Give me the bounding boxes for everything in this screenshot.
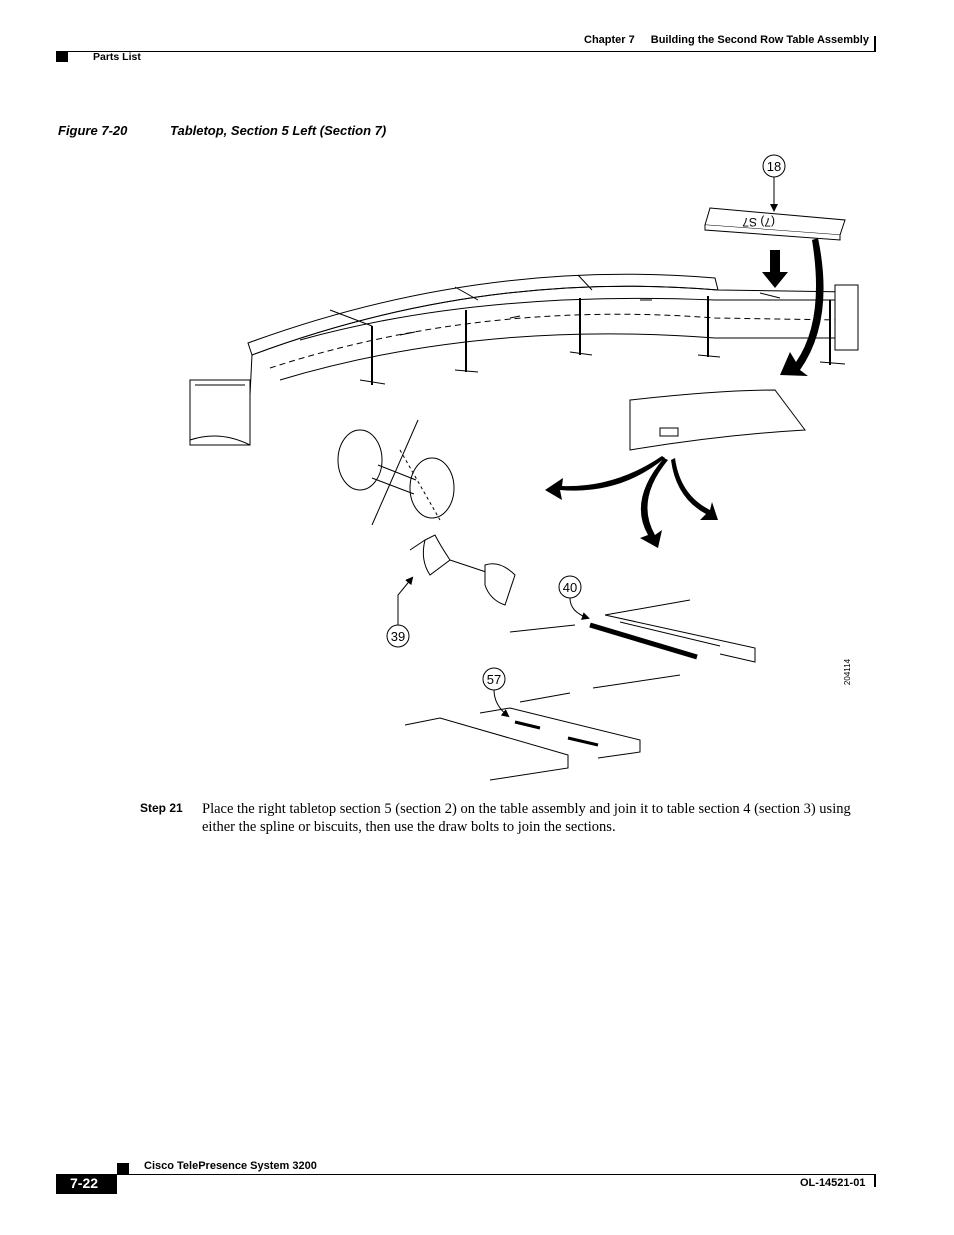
header-bar: [874, 36, 876, 52]
step-label: Step 21: [140, 801, 183, 815]
split-arrows: [545, 456, 718, 548]
section-title: Parts List: [93, 51, 141, 63]
callout-label: 18: [767, 159, 781, 174]
spline-joint-upper: [509, 599, 756, 689]
footer-bar: [874, 1174, 876, 1187]
header-rule: [56, 51, 876, 52]
callout-label: 57: [487, 672, 501, 687]
part-label: (7) S7: [742, 215, 775, 229]
figure-title: Tabletop, Section 5 Left (Section 7): [170, 123, 387, 138]
page-number-box: [56, 1174, 117, 1194]
callout-18: 18: [762, 154, 786, 212]
figure-caption: Figure 7-20 Tabletop, Section 5 Left (Sec…: [58, 123, 386, 138]
tabletop-section-part: [704, 207, 846, 241]
curved-arrow: [780, 238, 824, 376]
callout-39: 39: [386, 576, 414, 648]
tabletop-assembly-illustration: (7) S7 18: [189, 154, 859, 781]
footer-product-title: Cisco TelePresence System 3200: [144, 1160, 317, 1172]
footer-marker: [117, 1163, 129, 1175]
callout-label: 39: [391, 629, 405, 644]
chapter-number: Chapter 7: [584, 34, 635, 46]
header-marker: [56, 52, 68, 62]
callout-40: 40: [558, 575, 590, 620]
figure-number: Figure 7-20: [58, 123, 128, 138]
biscuit-joint-lower: [404, 692, 641, 781]
tabletop-underside: [629, 389, 806, 451]
step-text: Place the right tabletop section 5 (sect…: [202, 801, 851, 835]
spline-detail: [337, 419, 516, 606]
header-chapter: Chapter 7 Building the Second Row Table A…: [584, 34, 869, 46]
chapter-title: Building the Second Row Table Assembly: [650, 34, 869, 46]
footer-rule: [117, 1174, 875, 1175]
document-number: OL-14521-01: [800, 1177, 866, 1189]
art-id: 204114: [843, 658, 852, 685]
placement-arrow: [762, 250, 788, 288]
callout-57: 57: [482, 667, 510, 718]
page-number: 7-22: [70, 1175, 99, 1191]
callout-label: 40: [563, 580, 577, 595]
